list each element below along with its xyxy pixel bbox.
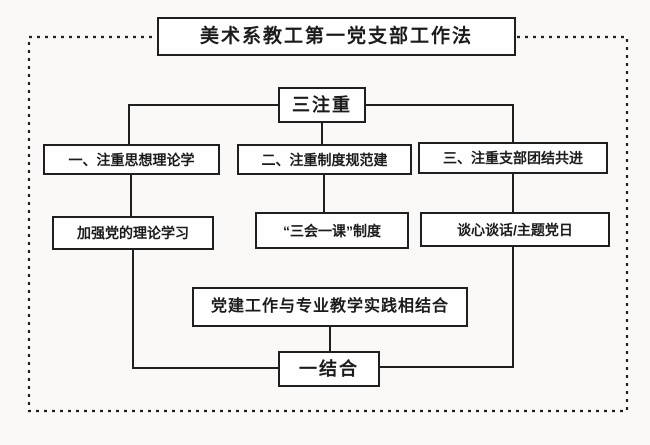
connector-measure-1-to-bottom-hub bbox=[132, 248, 279, 369]
node-bottom-hub: 一结合 bbox=[278, 351, 380, 387]
node-integration: 党建工作与专业教学实践相结合 bbox=[192, 287, 468, 327]
connector-measure-3-to-bottom-hub bbox=[379, 245, 514, 368]
connector-hub-to-focus-1 bbox=[128, 104, 278, 146]
node-focus-3: 三、注重支部团结共进 bbox=[418, 142, 608, 174]
node-focus-1: 一、注重思想理论学 bbox=[43, 144, 220, 175]
connector-hub-to-focus-3 bbox=[365, 104, 514, 144]
node-measure-1: 加强党的理论学习 bbox=[52, 216, 214, 250]
node-top-hub: 三注重 bbox=[278, 87, 366, 123]
node-measure-2: “三会一课”制度 bbox=[255, 212, 409, 249]
node-focus-2: 二、注重制度规范建 bbox=[237, 144, 412, 175]
diagram-title: 美术系教工第一党支部工作法 bbox=[157, 17, 516, 56]
node-measure-3: 谈心谈话/主题党日 bbox=[420, 212, 610, 247]
